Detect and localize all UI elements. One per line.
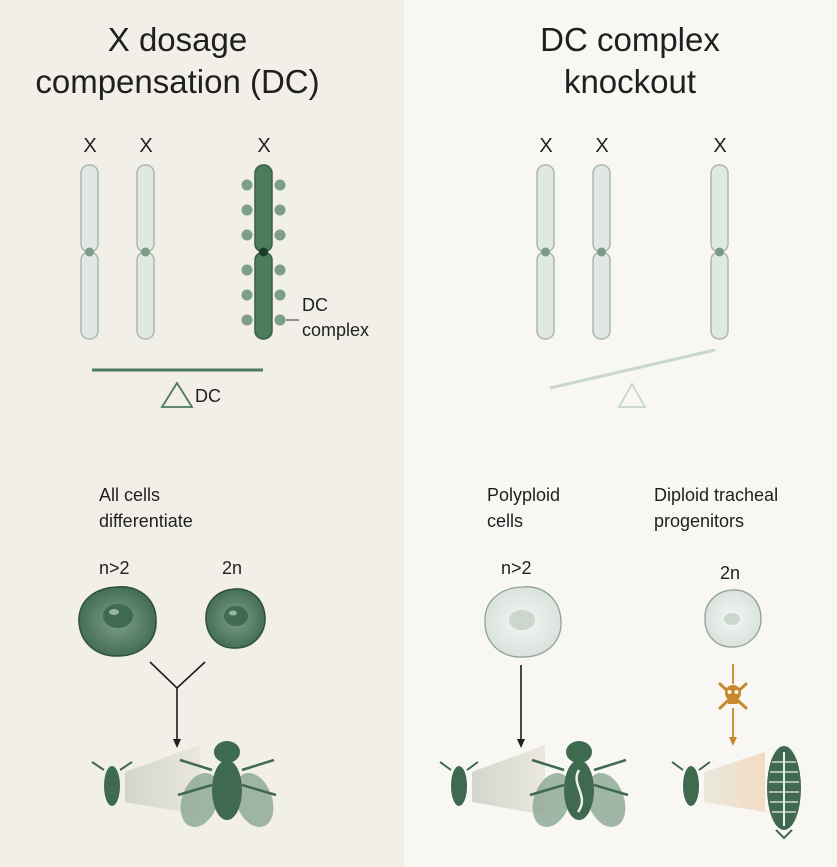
- right-panel: [404, 0, 837, 867]
- polyploid-cell-left: [78, 586, 157, 657]
- cell-label-2n-right: 2n: [720, 563, 741, 583]
- chromosome-x-ko-2: [592, 164, 611, 340]
- diploid-cell-left: [205, 588, 266, 649]
- cell-label-n2-right: n>2: [501, 558, 532, 578]
- chromosome-x-2: [136, 164, 155, 340]
- x-label-ko-2: X: [595, 135, 609, 157]
- x-label-3: X: [257, 135, 271, 157]
- polyploid-cell-ko: [484, 586, 562, 658]
- dc-complex-label: DC complex: [302, 293, 369, 343]
- balance-beam-tilted: [549, 348, 716, 390]
- larva-icon-ko-2: [671, 761, 711, 806]
- arrow-head-left: [173, 739, 181, 748]
- dc-complex-label-line1: DC: [302, 295, 328, 315]
- chromosome-x-ko-3: [710, 164, 729, 340]
- chromosome-x-1: [80, 164, 99, 340]
- arrow-head-polyploid: [517, 739, 525, 748]
- caption-left-line2: differentiate: [99, 511, 193, 531]
- polyploid-label-line1: Polyploid: [487, 485, 561, 505]
- diploid-label-line1: Diploid tracheal: [654, 485, 779, 505]
- dc-complex-label-line2: complex: [302, 320, 370, 340]
- title-left-line2: compensation (DC): [35, 63, 320, 100]
- fly-icon-ko: [529, 741, 629, 828]
- x-label-ko-1: X: [539, 135, 553, 157]
- left-panel: [0, 0, 404, 867]
- chromosome-x-dc: [254, 164, 273, 340]
- x-label-1: X: [83, 135, 97, 157]
- balance-fulcrum-ko: [617, 382, 647, 408]
- development-beam-ko-1: [472, 745, 545, 815]
- fly-icon: [177, 741, 277, 828]
- title-left-line1: X dosage: [107, 21, 248, 58]
- x-label-2: X: [139, 135, 153, 157]
- larva-tracheal-icon: [767, 746, 801, 840]
- skull-icon: [718, 682, 748, 710]
- dc-complex-dots: [241, 179, 286, 326]
- balance-fulcrum: [160, 381, 194, 408]
- title-right-line1: DC complex: [540, 21, 720, 58]
- larva-icon: [91, 761, 133, 806]
- caption-left-line1: All cells: [99, 485, 161, 505]
- title-right-line2: knockout: [563, 63, 697, 100]
- title-left: X dosage compensation (DC): [0, 19, 355, 103]
- arrow-head-diploid: [729, 737, 737, 746]
- balance-label: DC: [195, 386, 221, 406]
- larva-icon-ko-1: [439, 761, 479, 806]
- x-label-ko-3: X: [713, 135, 727, 157]
- polyploid-label-line2: cells: [487, 511, 524, 531]
- cell-label-2n-left: 2n: [222, 558, 243, 578]
- converging-arrow: [149, 661, 206, 740]
- diploid-label-line2: progenitors: [654, 511, 745, 531]
- development-beam-ko-2: [704, 752, 765, 812]
- cell-label-n2-left: n>2: [99, 558, 130, 578]
- development-beam-left: [125, 745, 200, 815]
- polyploid-label: Polyploid cells: [487, 482, 560, 534]
- diploid-label: Diploid tracheal progenitors: [654, 482, 778, 534]
- caption-left: All cells differentiate: [99, 482, 193, 534]
- chromosome-x-ko-1: [536, 164, 555, 340]
- title-right: DC complex knockout: [470, 19, 790, 103]
- diploid-cell-ko: [704, 589, 762, 648]
